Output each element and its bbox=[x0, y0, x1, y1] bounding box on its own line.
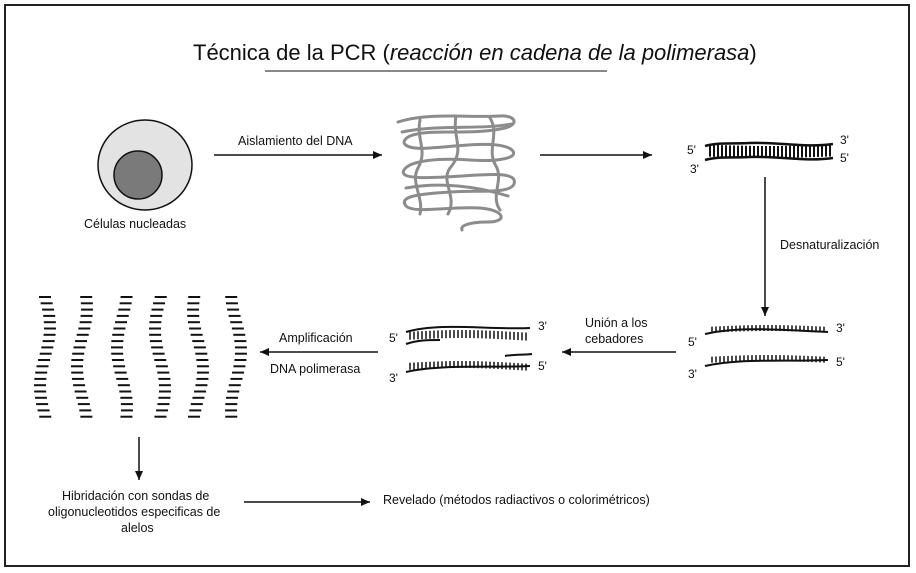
sep-bottom-left-end: 3' bbox=[688, 367, 697, 381]
ds-bottom-left-end: 3' bbox=[690, 162, 699, 176]
primed-bottom-left-end: 3' bbox=[389, 371, 398, 385]
primed-bottom-right-end: 5' bbox=[538, 359, 547, 373]
ds-top-right-end: 3' bbox=[840, 133, 849, 147]
isolation-label: Aislamiento del DNA bbox=[238, 134, 353, 148]
amplified-fragments bbox=[34, 296, 247, 418]
sep-top-right-end: 3' bbox=[836, 321, 845, 335]
diagram-frame bbox=[4, 4, 910, 567]
amplification-label: Amplificación bbox=[279, 331, 353, 345]
primer-label-line2: cebadores bbox=[585, 332, 643, 346]
diagram-title: Técnica de la PCR (reacción en cadena de… bbox=[193, 40, 757, 65]
primed-top-left-end: 5' bbox=[389, 331, 398, 345]
nucleated-cell-icon bbox=[97, 119, 193, 211]
hybridization-label-line1: Hibridación con sondas de bbox=[62, 489, 209, 503]
dna-tangle-icon bbox=[396, 114, 516, 232]
separated-strands bbox=[704, 325, 829, 367]
primed-strands bbox=[405, 325, 533, 373]
ds-bottom-right-end: 5' bbox=[840, 151, 849, 165]
cells-label: Células nucleadas bbox=[84, 217, 186, 231]
sep-bottom-right-end: 5' bbox=[836, 355, 845, 369]
primer-label-line1: Unión a los bbox=[585, 316, 648, 330]
sep-top-left-end: 5' bbox=[688, 335, 697, 349]
denaturation-label: Desnaturalización bbox=[780, 238, 879, 252]
reveal-label: Revelado (métodos radiactivos o colorimé… bbox=[383, 493, 650, 507]
polymerase-label: DNA polimerasa bbox=[270, 362, 360, 376]
primed-top-right-end: 3' bbox=[538, 319, 547, 333]
double-strand-dna bbox=[704, 141, 834, 162]
hybridization-label-line2: oligonucleotidos especificas de bbox=[48, 505, 220, 519]
ds-top-left-end: 5' bbox=[687, 143, 696, 157]
hybridization-label-line3: alelos bbox=[121, 521, 154, 535]
